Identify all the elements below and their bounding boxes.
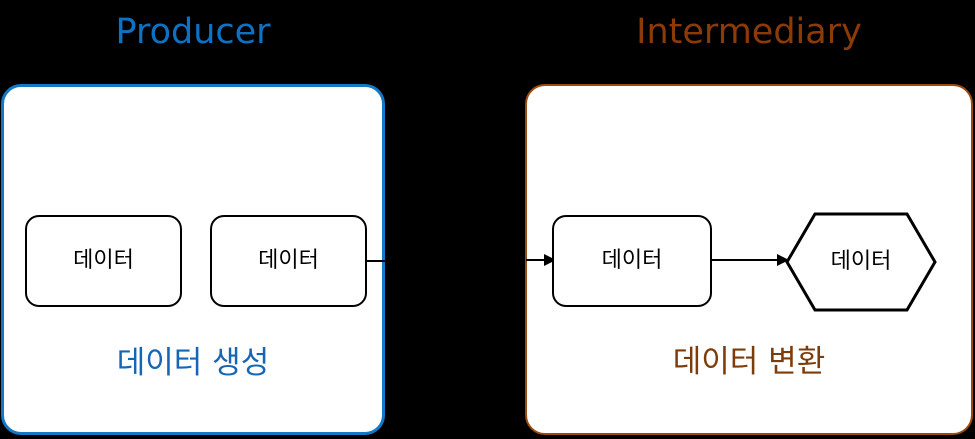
intermediary-data-node-1-label: 데이터 (601, 248, 663, 273)
intermediary-panel[interactable]: 데이터 데이터 데이터 변환 (525, 84, 973, 435)
producer-data-node-1[interactable]: 데이터 (25, 215, 182, 307)
producer-panel-caption: 데이터 생성 (116, 345, 270, 381)
intermediary-transform-arrow (711, 254, 789, 266)
producer-column-title: Producer (115, 12, 271, 52)
intermediary-panel-caption: 데이터 변환 (672, 344, 826, 380)
producer-data-node-2[interactable]: 데이터 (210, 215, 367, 307)
producer-panel[interactable]: 데이터 데이터 데이터 생성 (1, 84, 388, 435)
producer-data-node-1-label: 데이터 (73, 248, 134, 273)
intermediary-data-node-2[interactable]: 데이터 (785, 212, 937, 312)
intermediary-data-node-2-label: 데이터 (830, 249, 892, 274)
producer-data-node-2-label: 데이터 (258, 248, 319, 273)
hexagon-shape-icon (785, 212, 937, 312)
intermediary-inbound-arrow (526, 254, 556, 266)
intermediary-column-title: Intermediary (636, 12, 862, 52)
intermediary-data-node-1[interactable]: 데이터 (552, 215, 712, 307)
producer-output-connector-line (366, 260, 388, 262)
